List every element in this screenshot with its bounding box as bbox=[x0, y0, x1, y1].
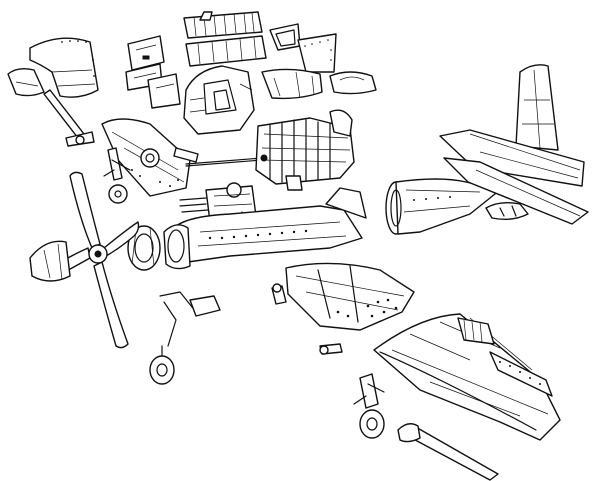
nose-ring bbox=[127, 225, 161, 271]
right-main-gear bbox=[353, 373, 385, 439]
engine-block bbox=[255, 109, 355, 191]
left-main-gear bbox=[103, 147, 131, 204]
prop-shaft-tool bbox=[43, 89, 95, 147]
small-fitting-b bbox=[319, 343, 343, 355]
upper-cowling-panel bbox=[29, 37, 99, 98]
gun-bay-doors bbox=[125, 35, 181, 109]
forward-fuselage bbox=[163, 187, 367, 270]
upper-nose-cowl bbox=[183, 11, 267, 67]
tailwheel-fairing bbox=[485, 201, 529, 221]
center-wing-section bbox=[285, 262, 415, 331]
wing-spar-rod bbox=[397, 423, 499, 481]
coolant-pipe bbox=[185, 157, 263, 167]
port-wing-root bbox=[101, 118, 199, 197]
propeller bbox=[51, 171, 140, 349]
small-fitting-a bbox=[271, 283, 287, 305]
cockpit-section bbox=[183, 65, 255, 135]
rear-fuselage bbox=[385, 178, 501, 235]
canopy-frame bbox=[261, 68, 323, 100]
tail-unit bbox=[439, 64, 589, 225]
starboard-wing bbox=[373, 313, 561, 441]
canopy-hood bbox=[329, 71, 377, 95]
left-main-gear-lower bbox=[149, 291, 221, 385]
side-cowling-panel bbox=[7, 67, 45, 97]
windscreen-panels bbox=[269, 23, 337, 73]
spinner-cone bbox=[29, 240, 71, 282]
